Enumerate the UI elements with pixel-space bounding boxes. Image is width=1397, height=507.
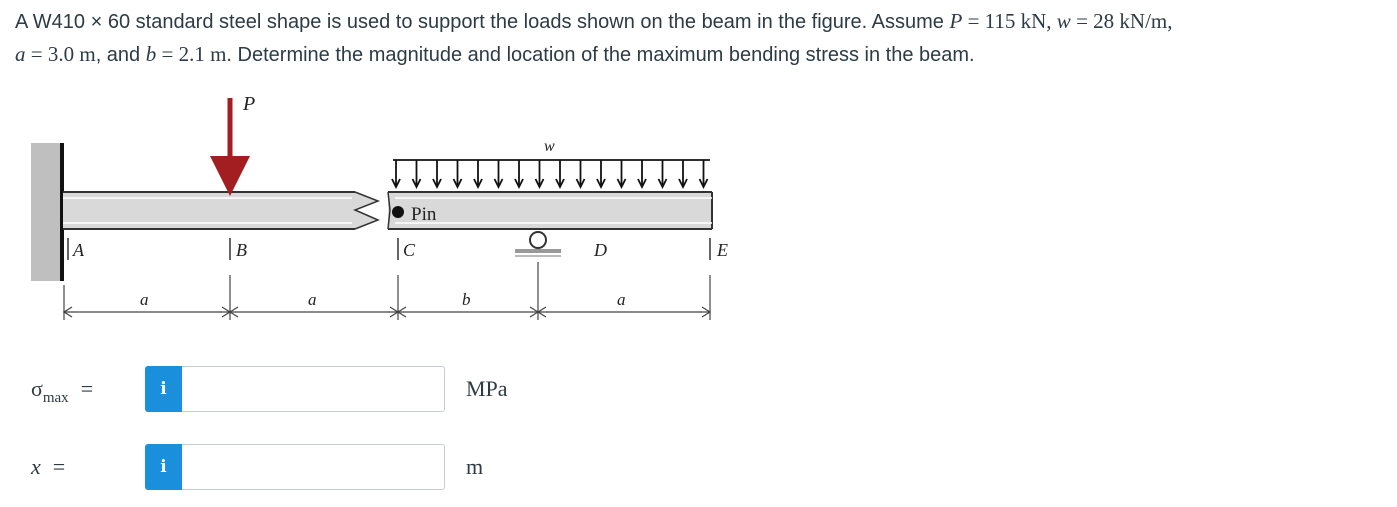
value-P: = 115 kN, bbox=[962, 9, 1057, 33]
dimension-label-de: a bbox=[617, 290, 626, 309]
pin-icon bbox=[392, 206, 404, 218]
value-a: = 3.0 m bbox=[25, 42, 96, 66]
dimension-label-cd: b bbox=[462, 290, 471, 309]
problem-statement: A W410 × 60 standard steel shape is used… bbox=[15, 9, 1173, 66]
dimension-label-ab: a bbox=[140, 290, 149, 309]
answer-row-x: x= i m bbox=[0, 444, 560, 494]
point-b-label: B bbox=[236, 240, 247, 260]
beam-segment-ce bbox=[387, 191, 713, 230]
beam-diagram: Pin P w A B C D E a a b a bbox=[31, 93, 728, 320]
load-w-label: w bbox=[544, 138, 555, 155]
sigma-max-input[interactable] bbox=[182, 366, 445, 412]
info-icon: i bbox=[160, 457, 167, 477]
point-e-label: E bbox=[716, 240, 728, 260]
x-location-input[interactable] bbox=[182, 444, 445, 490]
fixed-wall bbox=[31, 143, 60, 281]
info-icon: i bbox=[160, 379, 167, 399]
symbol-P: P bbox=[949, 9, 963, 33]
point-c-label: C bbox=[403, 240, 416, 260]
dimension-label-bc: a bbox=[308, 290, 317, 309]
x-location-label: x= bbox=[31, 454, 66, 479]
value-w: = 28 kN/m, bbox=[1070, 9, 1173, 33]
sigma-max-label: σmax= bbox=[31, 376, 94, 406]
distributed-load-icon bbox=[391, 159, 710, 190]
value-b: = 2.1 m bbox=[156, 42, 227, 66]
beam-segment-ac bbox=[63, 191, 381, 230]
symbol-b: b bbox=[145, 42, 157, 66]
roller-support-icon bbox=[515, 231, 561, 257]
unit-m: m bbox=[466, 454, 484, 479]
load-p-label: P bbox=[242, 93, 255, 115]
point-d-label: D bbox=[593, 240, 607, 260]
pin-label: Pin bbox=[411, 204, 437, 225]
symbol-a: a bbox=[15, 42, 26, 66]
dimension-lines bbox=[62, 262, 712, 320]
symbol-w: w bbox=[1056, 9, 1071, 33]
point-a-label: A bbox=[72, 240, 85, 260]
answer-row-sigma-max: σmax= i MPa bbox=[0, 366, 560, 416]
info-button-sigma[interactable]: i bbox=[145, 366, 182, 412]
info-button-x[interactable]: i bbox=[145, 444, 182, 490]
unit-mpa: MPa bbox=[466, 376, 508, 401]
